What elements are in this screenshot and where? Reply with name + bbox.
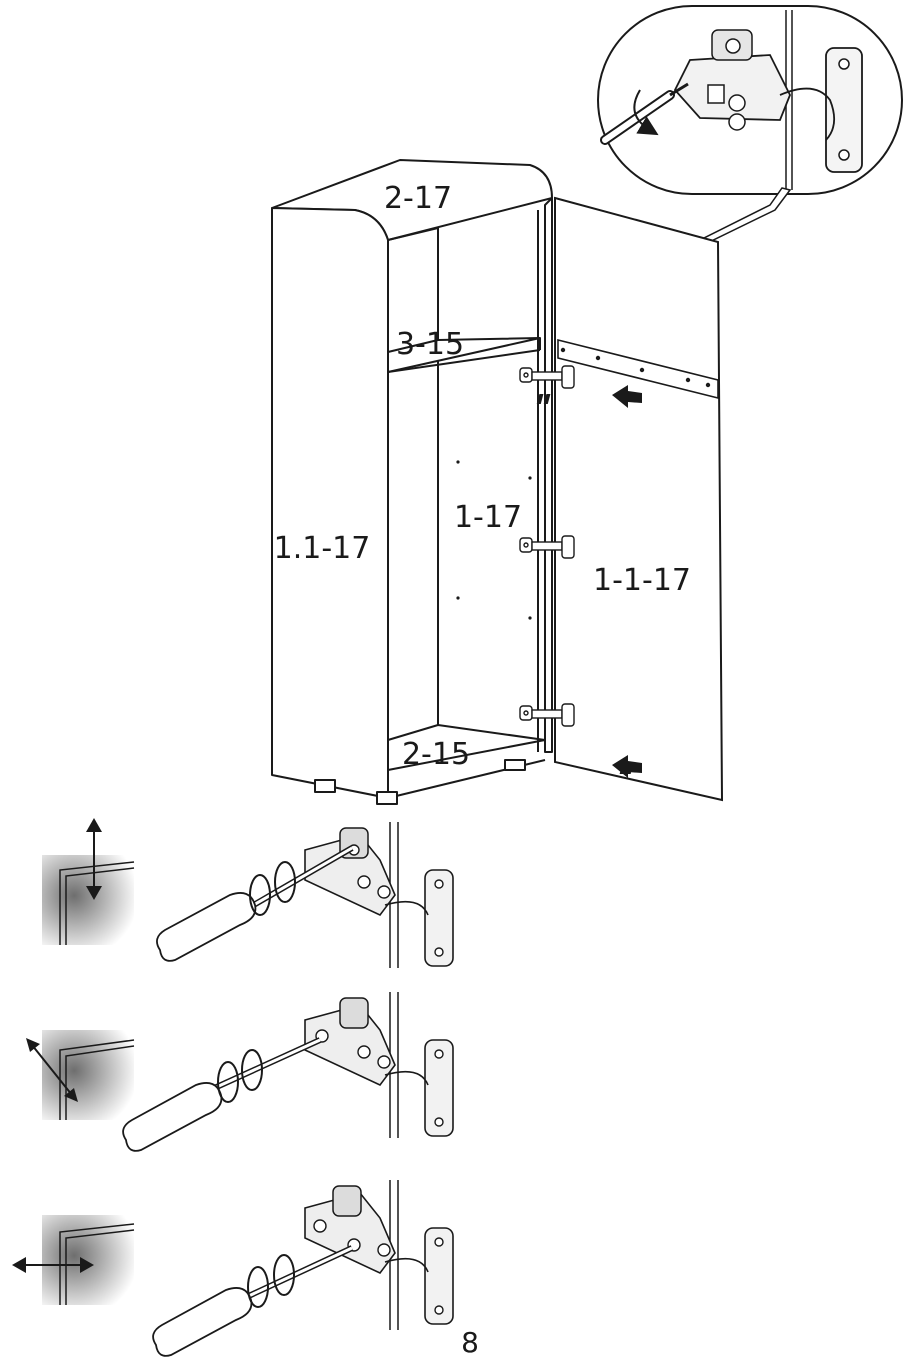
adjustment-step-horizontal [12, 1215, 135, 1305]
part-label-shelf: 3-15 [396, 327, 464, 362]
adjustment-step-vertical [42, 818, 135, 945]
part-label-left-side: 1.1-17 [274, 531, 371, 566]
part-label-top: 2-17 [384, 181, 452, 216]
hinge-detail-magnifier [597, 5, 903, 195]
push-arrow-icon [536, 385, 642, 408]
hinge-adjust-illustration [156, 822, 454, 968]
push-arrow-icon [612, 755, 642, 778]
left-right-arrow-icon [12, 1257, 94, 1273]
shelf-peg-holes [456, 460, 532, 620]
part-label-bottom: 2-15 [402, 737, 470, 772]
hinge-icon [519, 535, 575, 559]
hinge-adjust-illustration [122, 992, 454, 1152]
hinge-icon [519, 365, 575, 389]
hinge-icon [519, 703, 575, 727]
adjustment-step-depth [26, 1030, 135, 1120]
diagonal-arrow-icon [26, 1038, 78, 1102]
cabinet-body [271, 159, 553, 805]
page-number: 8 [461, 1326, 479, 1359]
up-down-arrow-icon [86, 818, 102, 900]
part-label-door: 1-1-17 [593, 563, 691, 598]
part-label-right-side: 1-17 [454, 500, 522, 535]
door-panel [554, 196, 724, 802]
hinge-adjust-illustration [152, 1180, 454, 1357]
